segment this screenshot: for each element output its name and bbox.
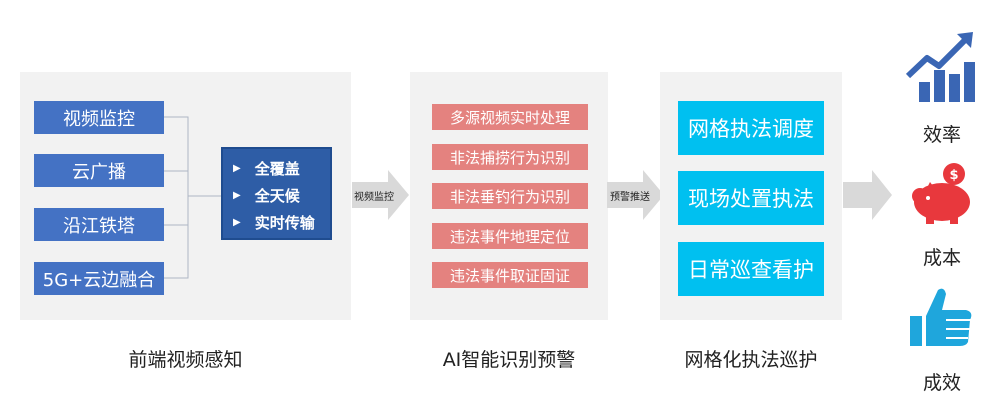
triangle-bullet-icon: ▶ (233, 190, 241, 201)
ai-item-box: 多源视频实时处理 (432, 104, 588, 130)
arrow-label-alert: 预警推送 (610, 192, 650, 203)
svg-text:$: $ (949, 168, 958, 183)
source-box-5g: 5G+云边融合 (34, 262, 164, 295)
ai-caption: AI智能识别预警 (442, 349, 576, 371)
feature-box: ▶全覆盖 ▶全天候 ▶实时传输 (221, 147, 332, 240)
result-efficiency: 效率 (922, 124, 961, 146)
bar-chart-up-icon (905, 32, 975, 102)
ai-item-box: 违法事件地理定位 (432, 223, 588, 249)
source-box-broadcast: 云广播 (34, 154, 164, 187)
triangle-bullet-icon: ▶ (233, 217, 241, 228)
dispatch-box: 网格执法调度 (678, 101, 824, 155)
result-cost: 成本 (922, 247, 961, 269)
result-effect: 成效 (922, 372, 961, 394)
triangle-bullet-icon: ▶ (233, 163, 241, 174)
dispatch-box: 现场处置执法 (678, 171, 824, 225)
ai-item-box: 非法垂钓行为识别 (432, 183, 588, 209)
piggy-bank-icon: $ (912, 163, 970, 224)
perception-caption: 前端视频感知 (128, 349, 243, 371)
feature-row: ▶实时传输 (233, 214, 315, 232)
flow-arrow-icon (607, 170, 664, 220)
flow-arrow-icon (352, 170, 409, 220)
source-box-tower: 沿江铁塔 (34, 208, 164, 241)
enforcement-caption: 网格化执法巡护 (684, 349, 818, 371)
thumbs-up-icon (910, 288, 972, 346)
flow-arrow-icon (843, 170, 892, 220)
source-box-video: 视频监控 (34, 101, 164, 134)
arrow-label-video: 视频监控 (354, 192, 394, 203)
dispatch-box: 日常巡查看护 (678, 242, 824, 296)
ai-item-box: 违法事件取证固证 (432, 262, 588, 288)
feature-row: ▶全覆盖 (233, 160, 300, 178)
ai-item-box: 非法捕捞行为识别 (432, 144, 588, 170)
feature-row: ▶全天候 (233, 187, 300, 205)
